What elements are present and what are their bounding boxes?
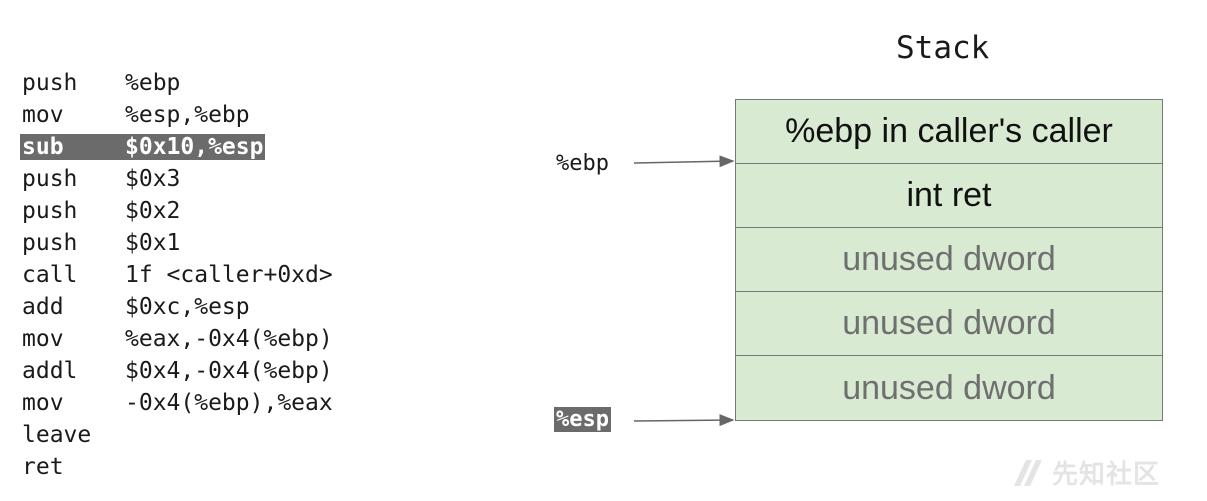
ebp-arrow — [633, 155, 735, 168]
stack-cell: %ebp in caller's caller — [736, 100, 1162, 164]
stack-title: Stack — [896, 30, 990, 66]
asm-operands: %eax,-0x4(%ebp) — [125, 326, 333, 352]
asm-line: push $0x3 — [22, 163, 333, 195]
stack-cell: unused dword — [842, 368, 1056, 407]
stack-cell: int ret — [736, 164, 1162, 228]
asm-line: addl $0x4,-0x4(%ebp) — [22, 355, 333, 387]
asm-operands: $0x2 — [125, 198, 181, 224]
assembly-listing: push %ebp mov %esp,%ebp sub$0x10,%esp push… — [20, 67, 333, 483]
asm-line: mov -0x4(%ebp),%eax — [22, 387, 333, 419]
asm-operands: $0x1 — [125, 230, 181, 256]
asm-opcode: push — [22, 70, 78, 96]
asm-line: mov %esp,%ebp — [22, 99, 333, 131]
asm-operands: %esp,%ebp — [125, 102, 250, 128]
watermark-text: 先知社区 — [1052, 460, 1161, 490]
asm-opcode: ret — [22, 454, 64, 480]
asm-opcode: push — [22, 230, 78, 256]
asm-operands: $0x10,%esp — [125, 134, 266, 160]
asm-opcode: push — [22, 198, 78, 224]
asm-opcode: sub — [20, 134, 125, 160]
asm-line: add $0xc,%esp — [22, 291, 333, 323]
asm-opcode: mov — [22, 326, 64, 352]
watermark-logo-icon — [1014, 459, 1042, 486]
asm-line: call 1f <caller+0xd> — [22, 259, 333, 291]
asm-opcode: leave — [22, 422, 92, 448]
stack-cell: unused dword — [736, 228, 1162, 292]
asm-line-highlighted: sub$0x10,%esp — [20, 131, 333, 163]
asm-operands: $0xc,%esp — [125, 294, 250, 320]
asm-opcode: call — [22, 262, 78, 288]
asm-operands: -0x4(%ebp),%eax — [125, 390, 333, 416]
esp-arrow — [633, 414, 735, 427]
ebp-pointer-label: %ebp — [556, 151, 609, 176]
asm-line: push $0x2 — [22, 195, 333, 227]
watermark: 先知社区 — [1010, 454, 1160, 491]
asm-operands: $0x3 — [125, 166, 181, 192]
asm-line: push $0x1 — [22, 227, 333, 259]
asm-operands: %ebp — [125, 70, 181, 96]
asm-line: leave — [22, 419, 333, 451]
asm-operands: $0x4,-0x4(%ebp) — [125, 358, 333, 384]
stack-cell: unused dword — [736, 292, 1162, 356]
asm-line: ret — [22, 451, 333, 483]
asm-opcode: add — [22, 294, 64, 320]
esp-pointer-label: %esp — [554, 407, 611, 432]
asm-opcode: push — [22, 166, 78, 192]
asm-opcode: mov — [22, 102, 64, 128]
asm-line: mov %eax,-0x4(%ebp) — [22, 323, 333, 355]
asm-line: push %ebp — [22, 67, 333, 99]
stack-box: %ebp in caller's caller int ret unused d… — [735, 99, 1163, 421]
asm-opcode: mov — [22, 390, 64, 416]
asm-opcode: addl — [22, 358, 78, 384]
asm-operands: 1f <caller+0xd> — [125, 262, 333, 288]
